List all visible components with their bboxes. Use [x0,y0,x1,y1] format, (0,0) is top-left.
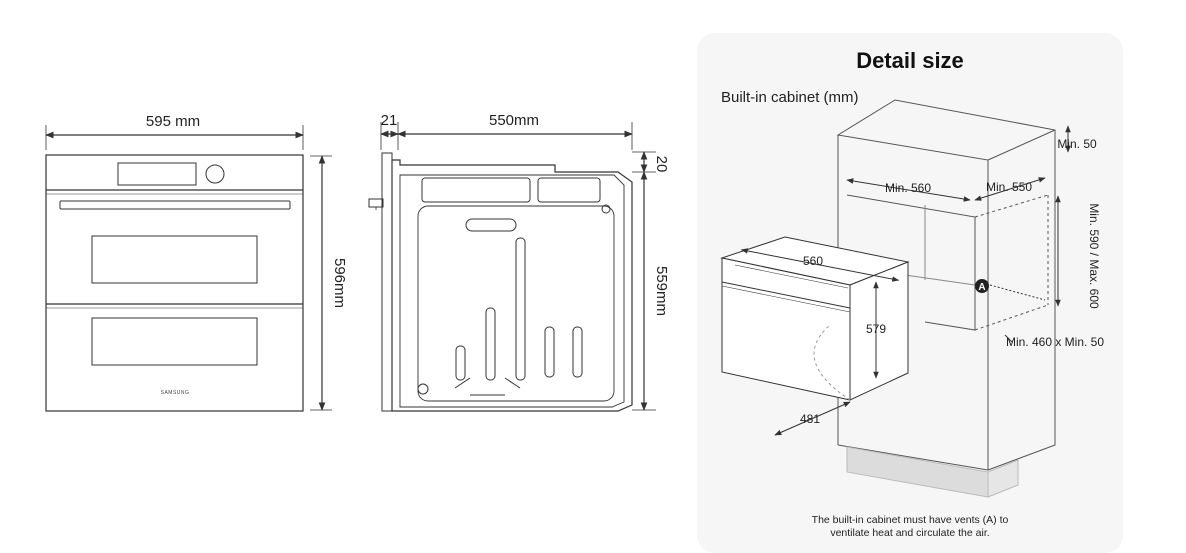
vent-note-line1: The built-in cabinet must have vents (A)… [811,514,1009,526]
side-door-label: 21 [381,112,398,129]
vent-a-label: A [978,282,985,293]
oven-width-label: 560 [803,254,823,268]
vent-note-line2: ventilate heat and circulate the air. [830,527,990,539]
cabinet-vent-size-label: Min. 460 x Min. 50 [1006,335,1104,349]
side-view [368,122,656,412]
front-width-label: 595 mm [146,113,200,130]
oven-height-label: 579 [866,322,886,336]
dimension-drawings: 595 mm 596mm SAMSUNG [45,99,1104,498]
side-depth-label: 550mm [489,112,539,129]
cabinet-height-range-label: Min. 590 / Max. 600 [1087,203,1101,309]
door-swing-label: 481 [800,412,820,426]
front-height-label: 596mm [331,258,348,308]
cabinet-min-width-label: Min. 560 [885,181,931,195]
cabinet-min-depth-label: Min. 550 [986,180,1032,194]
cabinet-subtitle: Built-in cabinet (mm) [721,89,859,106]
detail-size-title: Detail size [856,48,964,73]
side-height-label: 559mm [653,266,670,316]
front-view [45,125,332,412]
vent-a-marker [975,279,989,293]
cabinet-diagram [720,99,1071,498]
cabinet-min-top-label: Min. 50 [1057,137,1097,151]
vent-note: The built-in cabinet must have vents (A)… [760,514,1060,540]
brand-logo: SAMSUNG [161,390,190,396]
side-top-offset-label: 20 [653,156,670,173]
